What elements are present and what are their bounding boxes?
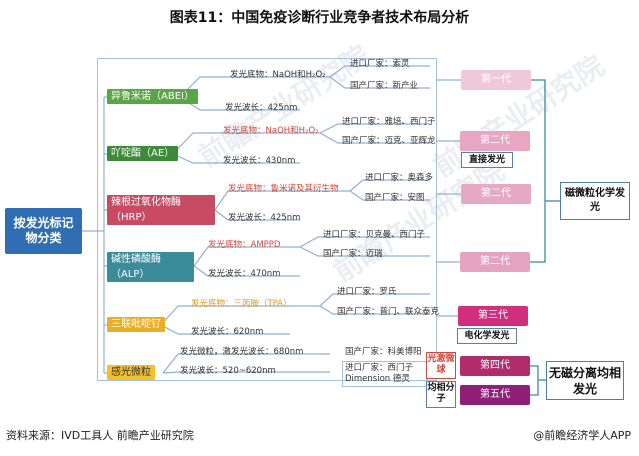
category-hrp: 辣根过氧化物酶（HRP） bbox=[107, 195, 215, 225]
domestic-vendor: 国产厂家：新产业 bbox=[350, 81, 419, 91]
direct-label: 直接发光 bbox=[461, 152, 513, 168]
domestic-vendor: 国产厂家：普门、联众泰克 bbox=[337, 307, 440, 317]
domestic-vendor: 国产厂家：迈瑞 bbox=[323, 249, 383, 259]
category-alp: 碱性磷酸酶（ALP） bbox=[107, 252, 194, 282]
wavelength-text: 发光波长：430nm bbox=[223, 156, 296, 166]
generation-badge: 第四代 bbox=[460, 356, 530, 376]
generation-badge: 第二代 bbox=[461, 184, 531, 204]
laser-label: 光激微球 bbox=[426, 352, 456, 379]
import-vendor: 进口厂家：贝克曼、西门子 bbox=[323, 230, 426, 240]
page-title: 图表11：中国免疫诊断行业竞争者技术布局分析 bbox=[169, 10, 470, 26]
domestic-vendor: 国产厂家：安图 bbox=[365, 193, 425, 203]
root-node: 按发光标记物分类 bbox=[5, 208, 82, 254]
import-vendor: 进口厂家：索灵 bbox=[350, 59, 410, 69]
magnetic-group-box: 磁微粒化学发光 bbox=[560, 182, 630, 220]
electro-label: 电化学发光 bbox=[457, 328, 517, 344]
category-photosensitive: 感光微粒 bbox=[107, 365, 155, 380]
generation-badge: 第五代 bbox=[460, 385, 530, 405]
substrate-text: 发光底物：三丙胺（TPA） bbox=[191, 299, 292, 309]
import-vendor: 进口厂家：雅培、西门子 bbox=[342, 117, 436, 127]
substrate-text: 发光底物：AMPPD bbox=[208, 240, 281, 250]
import-vendor: 进口厂家：罗氏 bbox=[337, 287, 397, 297]
substrate-text: 发光微粒，激发光波长：680nm bbox=[180, 347, 304, 357]
root-label: 按发光标记物分类 bbox=[13, 216, 74, 245]
source-note: 资料来源：IVD工具人 前瞻产业研究院 bbox=[6, 429, 194, 442]
category-ruthenium: 三联吡啶钌 bbox=[107, 317, 165, 332]
wavelength-text: 发光波长：470nm bbox=[208, 269, 281, 279]
wavelength-text: 发光波长：620nm bbox=[191, 327, 264, 337]
wavelength-text: 发光波长：425nm bbox=[228, 213, 301, 223]
category-abei: 异鲁米诺（ABEI） bbox=[107, 89, 198, 104]
substrate-text: 发光底物：鲁米诺及其衍生物 bbox=[228, 184, 339, 194]
generation-badge: 第一代 bbox=[461, 70, 531, 90]
substrate-text: 发光底物：NaOH和H₂O₂ bbox=[223, 126, 319, 136]
domestic-vendor: 国产厂家：科美博阳 bbox=[345, 347, 422, 357]
homogeneous-label: 均相分子 bbox=[426, 381, 456, 408]
domestic-vendor: 国产厂家：迈克、亚辉龙 bbox=[342, 136, 436, 146]
magnetless-group-box: 无磁分离均相发光 bbox=[546, 361, 624, 400]
wavelength-text: 发光波长：520~620nm bbox=[180, 366, 276, 376]
import-vendor: 进口厂家：西门子 Dimension 德灵 bbox=[342, 361, 428, 387]
import-vendor: 进口厂家：奥森多 bbox=[365, 173, 434, 183]
wavelength-text: 发光波长：425nm bbox=[225, 103, 298, 113]
generation-badge: 第三代 bbox=[458, 306, 528, 326]
generation-badge: 第二代 bbox=[460, 252, 530, 272]
category-ae: 吖啶酯（AE） bbox=[107, 146, 179, 161]
generation-badge: 第二代 bbox=[460, 131, 530, 151]
substrate-text: 发光底物：NaOH和H₂O₂ bbox=[230, 70, 326, 80]
credit-note: @前瞻经济学人APP bbox=[533, 429, 631, 442]
